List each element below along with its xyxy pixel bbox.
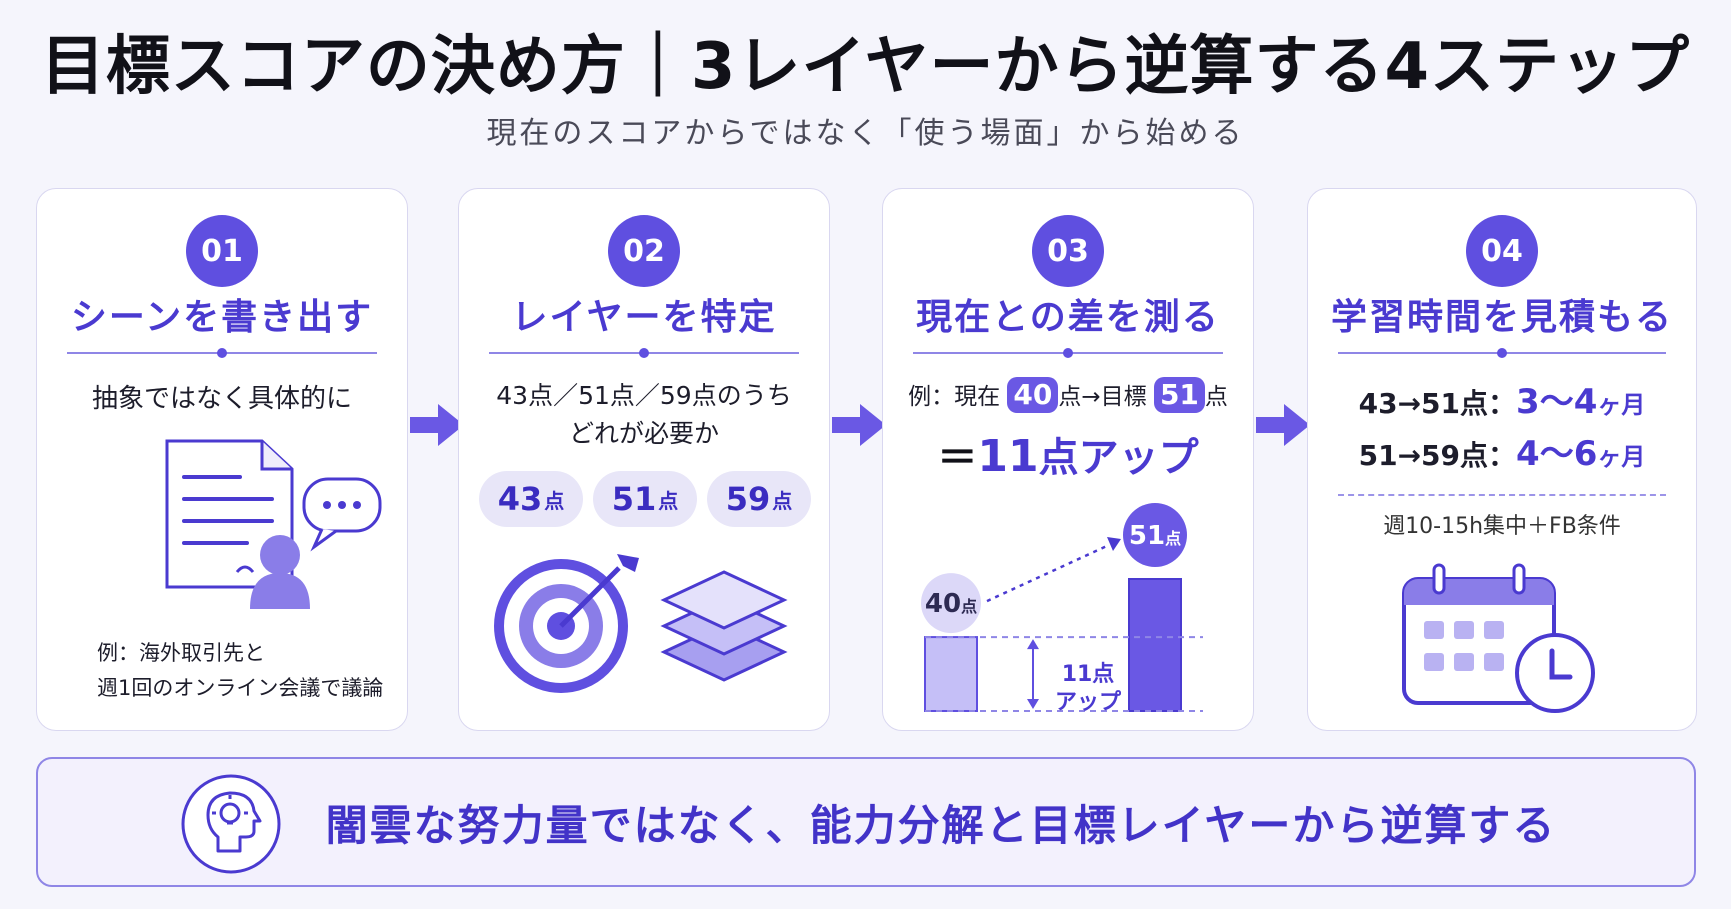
step-title: 学習時間を見積もる	[1330, 297, 1673, 338]
step-divider	[913, 348, 1223, 358]
step-divider	[1338, 348, 1666, 358]
target-score-tag: 51	[1153, 377, 1205, 413]
step-title: シーンを書き出す	[70, 297, 374, 338]
target-score-label: 51点	[1129, 521, 1181, 551]
lightbulb-head-icon	[181, 774, 281, 874]
step-example-line1: 例：海外取引先と	[97, 641, 265, 665]
summary-message: 闇雲な努力量ではなく、能力分解と目標レイヤーから逆算する	[325, 800, 1557, 850]
step-title: 現在との差を測る	[916, 297, 1220, 338]
current-score-bubble	[921, 573, 981, 634]
arrow-right-icon	[1256, 404, 1310, 446]
arrow-right-icon	[410, 404, 464, 446]
step-lead: 抽象ではなく具体的に	[91, 384, 352, 414]
current-score-label: 40点	[925, 589, 977, 619]
step-card-1: 01 シーンを書き出す 抽象ではなく具体的に 例：海外取引先と 週1回のオンライ…	[36, 188, 408, 731]
target-score-bubble	[1123, 503, 1187, 567]
current-score-tag: 40	[1007, 377, 1059, 413]
target-icon	[494, 554, 639, 693]
step-number-badge: 04	[1466, 215, 1538, 287]
estimate-row-1: 43→51点：3〜4ヶ月	[1358, 382, 1646, 422]
gap-label-line1: 11点	[1062, 661, 1115, 687]
step-lead-line2: どれが必要か	[568, 419, 719, 448]
growth-arrow-line	[986, 543, 1110, 603]
study-condition: 週10-15h集中＋FB条件	[1383, 514, 1621, 539]
step-number-badge: 03	[1032, 215, 1104, 287]
dashed-divider	[1338, 494, 1666, 496]
step-title: レイヤーを特定	[511, 297, 777, 338]
step-lead-line1: 43点／51点／59点のうち	[496, 381, 792, 410]
page-subtitle: 現在のスコアからではなく「使う場面」から始める	[486, 116, 1245, 151]
page-title: 目標スコアの決め方｜3レイヤーから逆算する4ステップ	[40, 30, 1691, 104]
estimate-row-2: 51→59点：4〜6ヶ月	[1358, 434, 1646, 474]
current-bar	[924, 636, 978, 712]
gap-arrow-head-down	[1027, 699, 1039, 709]
step-number-badge: 02	[608, 215, 680, 287]
step-divider	[489, 348, 799, 358]
gap-result: ＝11点アップ	[937, 431, 1199, 482]
step-number-badge: 01	[186, 215, 258, 287]
layers-icon	[660, 570, 788, 682]
step-example-line2: 週1回のオンライン会議で議論	[97, 676, 384, 700]
step-divider	[67, 348, 377, 358]
arrow-right-icon	[832, 404, 886, 446]
target-bar	[1128, 578, 1182, 712]
document-person-icon	[165, 439, 382, 609]
gap-chart: 11点アップ 40点 51点	[921, 503, 1203, 715]
step-card-4: 04 学習時間を見積もる 43→51点：3〜4ヶ月 51→59点：4〜6ヶ月 週…	[1307, 188, 1697, 731]
calendar-clock-icon	[1402, 563, 1595, 713]
growth-arrow-head	[1107, 537, 1121, 551]
gap-arrow-head-up	[1027, 639, 1039, 650]
summary-banner: 闇雲な努力量ではなく、能力分解と目標レイヤーから逆算する	[36, 757, 1696, 887]
gap-label-line2: アップ	[1055, 690, 1122, 715]
